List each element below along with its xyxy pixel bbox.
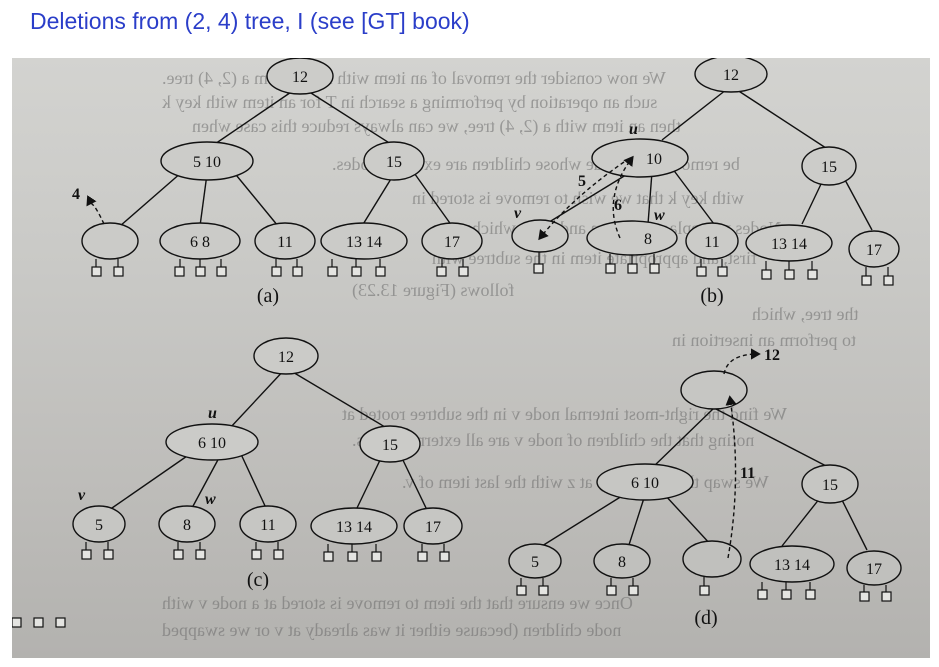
panel-a (81, 58, 483, 260)
var-label: u (629, 121, 638, 138)
tree-node (749, 545, 835, 583)
node-label: 17 (425, 519, 441, 536)
tree-node (596, 463, 694, 501)
node-label: 13 14 (346, 234, 382, 251)
tree-node (165, 423, 259, 461)
tree-node (846, 550, 902, 586)
tree-node (682, 540, 742, 578)
node-label: 13 14 (336, 519, 372, 536)
tree-node (801, 146, 857, 186)
panel-b (511, 58, 900, 268)
node-label: 8 (183, 517, 191, 534)
panel-c (72, 337, 463, 545)
slide-title: Deletions from (2, 4) tree, I (see [GT] … (30, 8, 470, 34)
tree-figure: 12 5 10 15 6 8 11 13 14 17 4 (a) 12 10 1… (12, 58, 902, 629)
node-label: 11 (704, 234, 719, 251)
node-label: 5 (95, 517, 103, 534)
tree-node (72, 505, 126, 543)
tree-node (239, 505, 297, 543)
var-label: v (78, 487, 86, 504)
node-label: 5 (531, 554, 539, 571)
tree-node (359, 425, 421, 463)
caption-a: (a) (257, 285, 279, 307)
node-label: 11 (260, 517, 275, 534)
tree-node (685, 222, 739, 260)
step-label: 11 (740, 465, 755, 482)
node-label: 12 (278, 349, 294, 366)
node-label: 13 14 (774, 557, 810, 574)
var-label: v (514, 205, 522, 222)
tree-node (363, 141, 425, 181)
tree-node (680, 370, 748, 410)
node-label: 15 (821, 159, 837, 176)
node-label: 5 10 (193, 154, 221, 171)
tree-node (591, 138, 689, 178)
node-label: 17 (444, 234, 460, 251)
tree-node (403, 507, 463, 545)
step-label: 5 (578, 173, 586, 190)
node-label: 10 (646, 151, 662, 168)
step-label: 6 (614, 197, 622, 214)
node-label: 6 10 (631, 475, 659, 492)
caption-c: (c) (247, 569, 269, 591)
node-label: 15 (822, 477, 838, 494)
node-label: 13 14 (771, 236, 807, 253)
node-label: 12 (292, 69, 308, 86)
tree-node (81, 222, 139, 260)
tree-node (266, 58, 334, 95)
node-label: 6 10 (198, 435, 226, 452)
tree-node (801, 464, 859, 504)
tree-node (586, 220, 678, 256)
tree-node (160, 141, 254, 181)
node-label: 17 (866, 561, 882, 578)
tree-node (320, 222, 408, 260)
tree-node (511, 219, 569, 253)
node-label: 15 (386, 154, 402, 171)
node-label: 12 (723, 67, 739, 84)
tree-node (593, 543, 651, 579)
node-label: 8 (644, 231, 652, 248)
tree-node (253, 337, 319, 375)
node-label: 15 (382, 437, 398, 454)
tree-node (694, 58, 768, 93)
tree-node (508, 543, 562, 579)
panel-d (508, 348, 902, 586)
tree-node (158, 505, 216, 543)
tree-node (254, 222, 316, 260)
tree-node (848, 230, 900, 268)
step-label: 4 (72, 186, 80, 203)
tree-node (421, 222, 483, 260)
var-label: w (654, 207, 665, 224)
node-label: 17 (866, 242, 882, 259)
var-label: u (208, 405, 217, 422)
node-label: 11 (277, 234, 292, 251)
node-label: 8 (618, 554, 626, 571)
tree-node (310, 507, 398, 545)
step-label: 12 (764, 347, 780, 364)
caption-b: (b) (700, 285, 723, 307)
node-label: 6 8 (190, 234, 210, 251)
var-label: w (205, 491, 216, 508)
book-photo: We now consider the removal of an item w… (12, 58, 930, 658)
caption-d: (d) (694, 607, 717, 629)
